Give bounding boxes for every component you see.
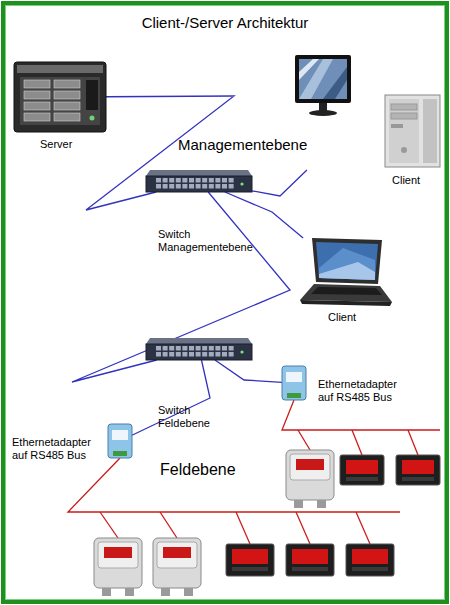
node-label: Switch Managementebene [158, 228, 258, 254]
pc-icon [293, 52, 443, 170]
node-label: Client [328, 311, 388, 324]
node-label: Ethernetadapter auf RS485 Bus [318, 378, 412, 404]
pressure-transmitter [153, 538, 201, 596]
node-label: Switch Feldebene [158, 404, 220, 430]
display-controller [396, 455, 440, 485]
level-label: Feldebene [160, 461, 236, 479]
ethernet-cable [86, 96, 234, 210]
ethernet-cable [72, 192, 290, 382]
server-node: Server [14, 62, 106, 132]
node-label: Client [392, 174, 442, 187]
laptop-icon [298, 238, 392, 308]
adapter-node: Ethernetadapter auf RS485 Bus [282, 366, 306, 400]
display-controller [226, 544, 274, 576]
adapter-icon [282, 366, 306, 400]
pc-node: Client [293, 52, 443, 170]
pressure-transmitter [286, 450, 334, 508]
adapter-node: Ethernetadapter auf RS485 Bus [108, 424, 132, 458]
switch-icon [146, 338, 252, 360]
ethernet-cable [225, 192, 303, 238]
pressure-transmitter [94, 538, 142, 596]
display-controller [340, 455, 384, 485]
display-controller [286, 544, 334, 576]
switch-node: Switch Feldebene [146, 338, 252, 360]
rs485-bus-right [282, 400, 440, 455]
server-icon [14, 62, 106, 132]
display-controller [346, 544, 394, 576]
laptop-node: Client [298, 238, 392, 308]
switch-icon [146, 170, 252, 192]
ethernet-cable [215, 360, 282, 382]
rs485-bus-left [68, 458, 400, 544]
field-devices [94, 450, 440, 596]
ethernet-cable [252, 170, 307, 196]
diagram-title: Client-/Server Architektur [0, 14, 450, 31]
level-label: Managementebene [178, 136, 307, 153]
switch-node: Switch Managementebene [146, 170, 252, 192]
adapter-icon [108, 424, 132, 458]
node-label: Server [40, 138, 100, 151]
node-label: Ethernetadapter auf RS485 Bus [12, 436, 106, 462]
